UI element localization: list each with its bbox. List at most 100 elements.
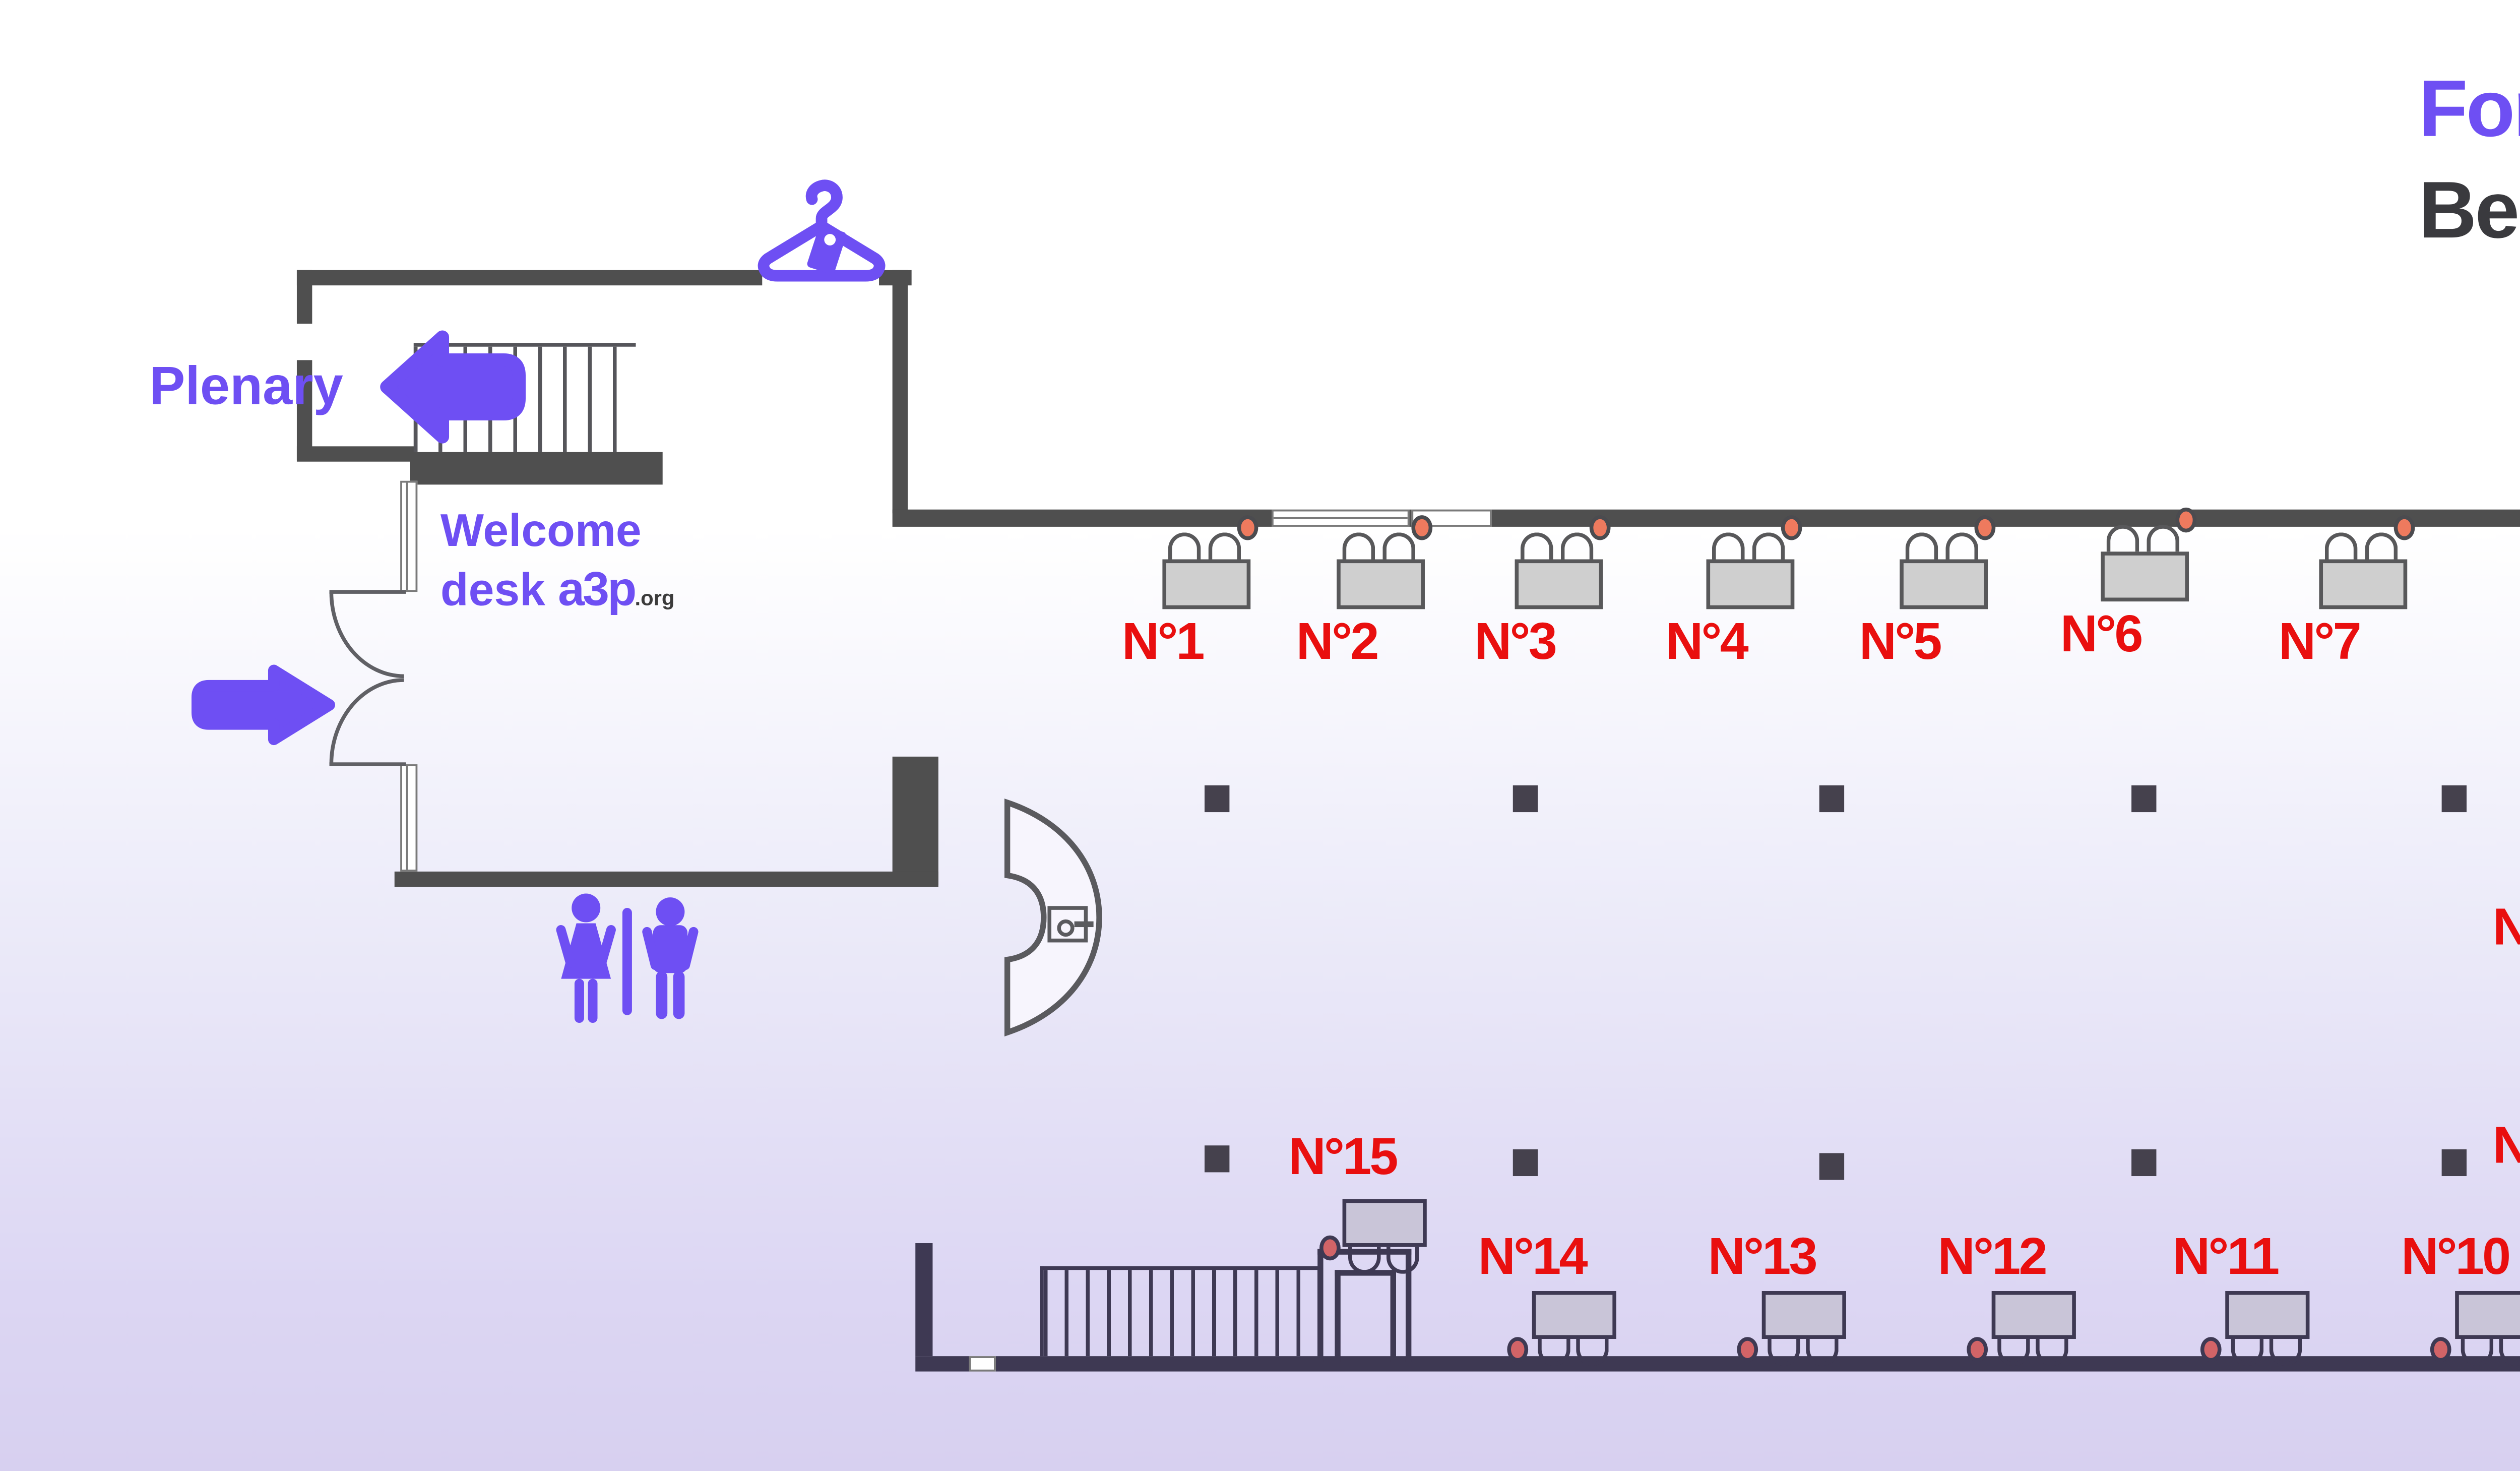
hall-left-lower-wall bbox=[915, 1243, 933, 1357]
table-icon bbox=[1515, 559, 1603, 609]
chair-icon bbox=[1348, 1247, 1381, 1274]
booth-label: N°2 bbox=[1296, 612, 1379, 670]
marker-dot-icon bbox=[2430, 1337, 2451, 1362]
chair-icon bbox=[1997, 1338, 2030, 1366]
pillar bbox=[2131, 1149, 2157, 1177]
marker-dot-icon bbox=[2175, 507, 2197, 533]
booth-label: N°8 bbox=[2493, 898, 2520, 958]
booth-label: N°12 bbox=[1937, 1228, 2048, 1285]
chair-icon bbox=[2499, 1338, 2520, 1366]
chair-icon bbox=[1712, 532, 1745, 560]
marker-dot-icon bbox=[1589, 515, 1611, 540]
chair-icon bbox=[1752, 532, 1785, 560]
chair-icon bbox=[1905, 532, 1938, 560]
marker-dot-icon bbox=[1737, 1337, 1758, 1362]
restroom-woman-icon bbox=[556, 893, 616, 1023]
chair-icon bbox=[1576, 1338, 1609, 1366]
top-wall-window bbox=[1272, 509, 1410, 527]
plenary-arrow-icon bbox=[380, 330, 526, 444]
chair-icon bbox=[2269, 1338, 2302, 1366]
pillar bbox=[1819, 1153, 1845, 1180]
booth-label: N°15 bbox=[1288, 1128, 1399, 1186]
bottom-stairs bbox=[1040, 1266, 1319, 1357]
chair-icon bbox=[2036, 1338, 2068, 1366]
pillar bbox=[1205, 785, 1230, 813]
marker-dot-icon bbox=[1319, 1235, 1341, 1261]
plenary-top-wall bbox=[296, 270, 763, 286]
entrance-window-lower bbox=[400, 764, 418, 872]
pillar bbox=[2131, 785, 2157, 813]
a3p-logo-suffix: .org bbox=[635, 588, 675, 611]
info-point-icon bbox=[1047, 906, 1094, 943]
info-point-dash bbox=[1074, 921, 1094, 928]
bottom-wall-slit bbox=[969, 1356, 996, 1372]
table-icon bbox=[1900, 559, 1988, 609]
venue-country: Belgium bbox=[2419, 164, 2520, 255]
marker-dot-icon bbox=[1507, 1337, 1529, 1362]
booth-label: N°6 bbox=[2060, 605, 2144, 663]
marker-dot-icon bbox=[1237, 515, 1258, 540]
marker-dot-icon bbox=[1411, 515, 1433, 540]
plenary-label: Plenary bbox=[149, 356, 343, 416]
booth-label: N°11 bbox=[2173, 1228, 2280, 1285]
welcome-desk-label: Welcome desk a3p.org bbox=[440, 502, 675, 631]
pillar bbox=[1205, 1145, 1230, 1173]
a3p-logo: a3p bbox=[558, 563, 637, 617]
welcome-line2: desk a3p.org bbox=[440, 563, 675, 617]
chair-icon bbox=[1768, 1338, 1800, 1366]
table-icon bbox=[2455, 1291, 2520, 1339]
table-icon bbox=[1342, 1199, 1427, 1247]
pillar bbox=[2441, 1149, 2467, 1177]
restroom-divider bbox=[622, 908, 632, 1015]
plenary-bottom-wall bbox=[296, 446, 416, 462]
table-icon bbox=[2319, 559, 2408, 609]
coat-hanger-icon bbox=[758, 179, 886, 282]
booth-label: N°4 bbox=[1666, 612, 1749, 670]
table-icon bbox=[1532, 1291, 1616, 1339]
door-leaf-bottom bbox=[329, 762, 406, 766]
chair-icon bbox=[1806, 1338, 1839, 1366]
table-icon bbox=[2225, 1291, 2310, 1339]
pillar bbox=[1513, 1149, 1538, 1177]
chair-icon bbox=[1538, 1338, 1570, 1366]
chair-icon bbox=[2147, 525, 2180, 552]
table-icon bbox=[1162, 559, 1251, 609]
table-icon bbox=[1337, 559, 1425, 609]
pillar bbox=[2441, 785, 2467, 813]
chair-icon bbox=[1168, 532, 1201, 560]
hall-top-wall bbox=[892, 509, 2520, 527]
table-icon bbox=[1991, 1291, 2076, 1339]
chair-icon bbox=[2324, 532, 2358, 560]
restrooms bbox=[553, 893, 707, 1031]
marker-dot-icon bbox=[1974, 515, 1996, 540]
chair-icon bbox=[1382, 532, 1415, 560]
plenary-left-wall-upper bbox=[296, 270, 312, 324]
table-icon bbox=[1706, 559, 1795, 609]
entrance-arrow-icon bbox=[191, 664, 335, 746]
welcome-line1: Welcome bbox=[440, 506, 642, 558]
marker-dot-icon bbox=[1781, 515, 1802, 540]
chair-icon bbox=[1208, 532, 1241, 560]
marker-dot-icon bbox=[1967, 1337, 1988, 1362]
booth-label: N°3 bbox=[1474, 612, 1557, 670]
booth-label: N°14 bbox=[1478, 1228, 1588, 1285]
chair-icon bbox=[2106, 525, 2139, 552]
booth-label: N°9 bbox=[2493, 1117, 2520, 1176]
chair-icon bbox=[2231, 1338, 2264, 1366]
chair-icon bbox=[1342, 532, 1375, 560]
hall-left-block-wall bbox=[892, 756, 938, 885]
table-icon bbox=[2101, 551, 2189, 602]
pillar bbox=[1513, 785, 1538, 813]
chair-icon bbox=[2365, 532, 2398, 560]
chair-icon bbox=[1520, 532, 1553, 560]
table-icon bbox=[1761, 1291, 1846, 1339]
stairs-landing-wall bbox=[410, 452, 663, 485]
door-swing-arc-bottom bbox=[329, 678, 404, 765]
page-title: Forum Belgium bbox=[2419, 57, 2520, 261]
chair-icon bbox=[1945, 532, 1979, 560]
booth-label: N°5 bbox=[1859, 612, 1942, 670]
chair-icon bbox=[1560, 532, 1594, 560]
booth-label: N°1 bbox=[1122, 612, 1205, 670]
pillar bbox=[1819, 785, 1845, 813]
